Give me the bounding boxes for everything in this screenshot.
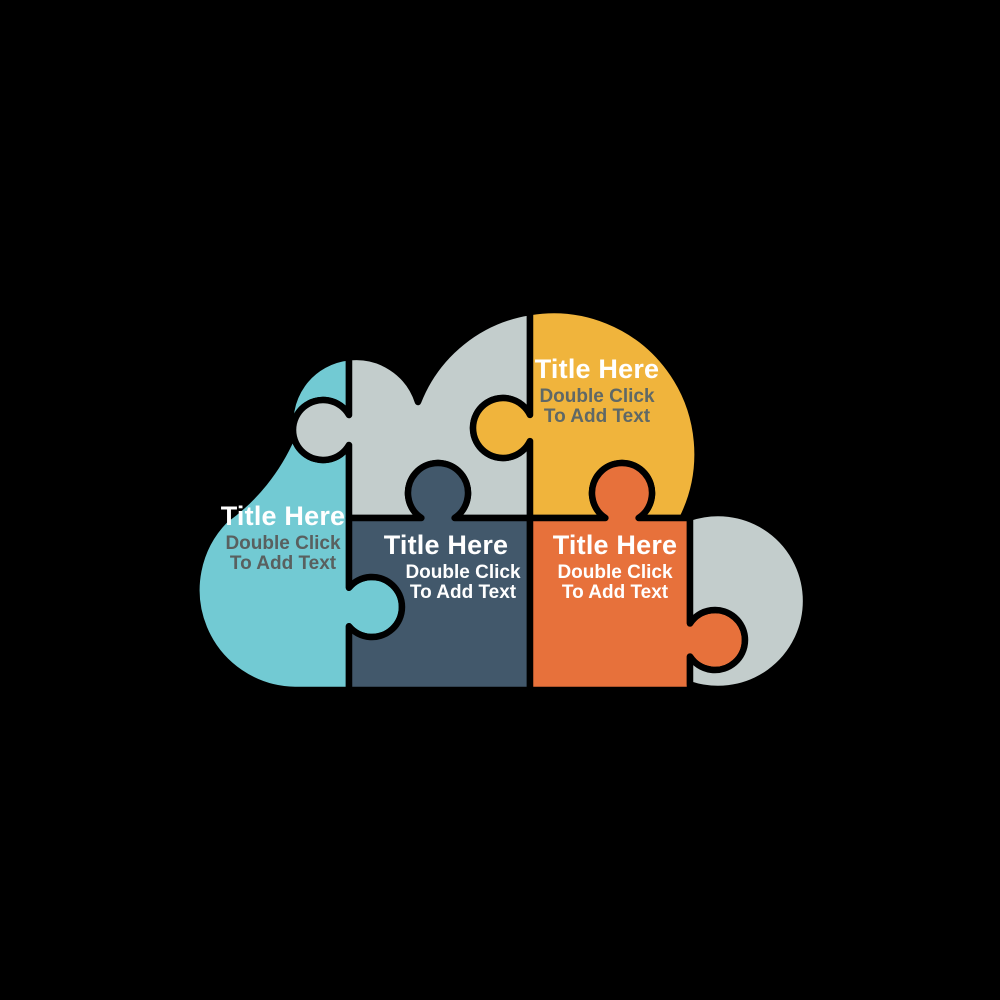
puzzle-piece-right-gray-bump[interactable] xyxy=(686,509,810,693)
